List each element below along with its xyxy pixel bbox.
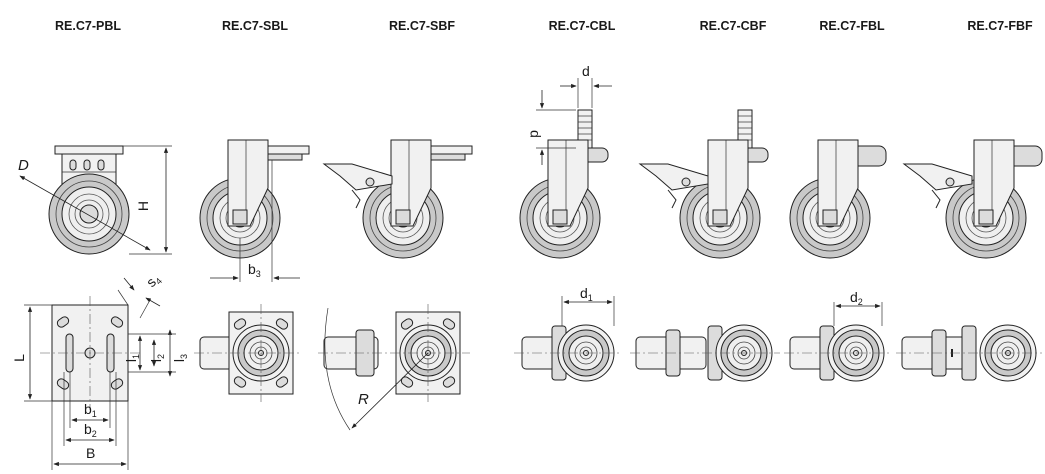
model-title-sbl: RE.C7-SBL <box>222 19 288 33</box>
side-view-fbl <box>789 139 887 259</box>
plan-view-fbf <box>896 324 1042 382</box>
plan-view-cbl: d1 <box>514 285 622 382</box>
plan-view-pbl: L l1 l2 l3 b1 b2 B s4 <box>11 270 189 470</box>
side-view-pbl: H D <box>18 145 172 255</box>
dimension-l1: l1 <box>123 354 141 362</box>
dimension-p: p <box>525 130 541 138</box>
side-view-sbl: b3 <box>199 139 310 282</box>
side-view-cbf <box>638 109 769 259</box>
dimension-d2: d2 <box>850 289 863 307</box>
model-title-fbl: RE.C7-FBL <box>819 19 885 33</box>
model-title-pbl: RE.C7-PBL <box>55 19 121 33</box>
dimension-r: R <box>358 391 369 408</box>
dimension-b3: b3 <box>248 261 261 279</box>
plan-view-sbl <box>194 304 302 402</box>
model-title-fbf: RE.C7-FBF <box>967 19 1033 33</box>
model-title-cbl: RE.C7-CBL <box>549 19 616 33</box>
plan-view-cbf <box>630 324 780 382</box>
dimension-b2: b2 <box>84 421 97 439</box>
model-title-sbf: RE.C7-SBF <box>389 19 455 33</box>
plan-view-fbl: d2 <box>784 289 892 382</box>
dimension-d-diameter: D <box>18 157 29 174</box>
dimension-l3: l3 <box>171 354 189 362</box>
dimension-d1: d1 <box>580 285 593 303</box>
side-view-cbl: d p <box>519 63 612 259</box>
dimension-b-width: B <box>86 445 95 461</box>
plan-view-sbf: R <box>318 304 470 431</box>
model-title-cbf: RE.C7-CBF <box>700 19 767 33</box>
dimension-d-thread: d <box>582 63 590 79</box>
dimension-s4: s4 <box>143 270 164 291</box>
dimension-h: H <box>135 201 151 211</box>
dimension-l2: l2 <box>148 354 166 362</box>
dimension-b1: b1 <box>84 401 97 419</box>
dimension-l: L <box>11 354 27 362</box>
side-view-sbf <box>322 139 473 259</box>
side-view-fbf <box>902 139 1043 259</box>
